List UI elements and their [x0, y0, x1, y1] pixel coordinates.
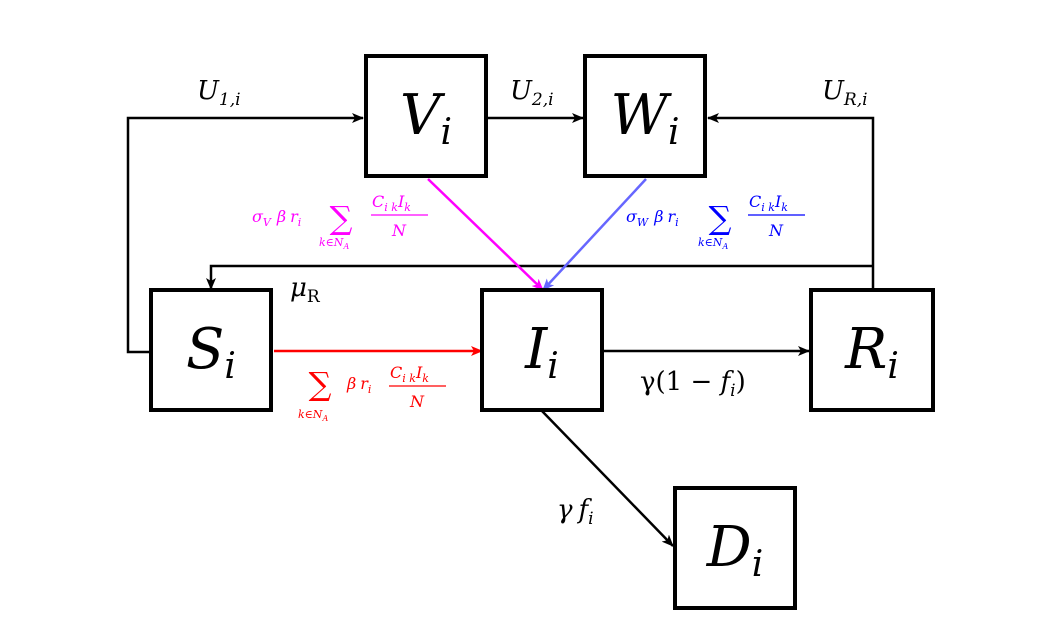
svg-text:Ci kIk: Ci kIk: [372, 192, 411, 214]
node-s-label: Si: [186, 317, 236, 387]
node-w: Wi: [583, 54, 707, 178]
arrow-r-to-w: [707, 113, 875, 290]
svg-text:∑: ∑: [330, 199, 353, 237]
arrow-w-to-i: [542, 178, 647, 291]
node-s: Si: [149, 288, 273, 412]
svg-text:Ci kIk: Ci kIk: [390, 363, 429, 385]
svg-text:k∈NA: k∈NA: [319, 236, 349, 251]
svg-text:k∈NA: k∈NA: [698, 236, 728, 251]
svg-text:N: N: [768, 221, 784, 240]
label-ur: UR,i: [822, 76, 868, 110]
node-r: Ri: [809, 288, 935, 412]
node-v: Vi: [364, 54, 488, 178]
node-r-label: Ri: [844, 317, 899, 387]
node-d: Di: [673, 486, 797, 610]
arrow-v-to-i: [427, 178, 544, 291]
node-d-label: Di: [706, 515, 763, 585]
arrow-i-to-d: [541, 410, 674, 547]
svg-text:∑: ∑: [309, 365, 332, 403]
svg-text:Ci kIk: Ci kIk: [749, 192, 788, 214]
svg-text:βri: βri: [346, 374, 371, 396]
label-recovery-rate: γ(1 − fi): [640, 367, 746, 401]
arrow-r-to-s: [206, 264, 873, 290]
arrow-s-to-v: [126, 113, 364, 354]
svg-text:N: N: [409, 392, 425, 411]
label-u2: U2,i: [510, 76, 554, 110]
svg-text:∑: ∑: [709, 199, 732, 237]
node-v-label: Vi: [400, 83, 452, 153]
node-w-label: Wi: [610, 83, 679, 153]
label-mu-r: μR: [290, 273, 321, 307]
svg-text:k∈NA: k∈NA: [298, 408, 328, 423]
node-i: Ii: [480, 288, 604, 412]
label-u1: U1,i: [197, 76, 241, 110]
node-i-label: Ii: [524, 317, 559, 387]
svg-text:N: N: [391, 221, 407, 240]
